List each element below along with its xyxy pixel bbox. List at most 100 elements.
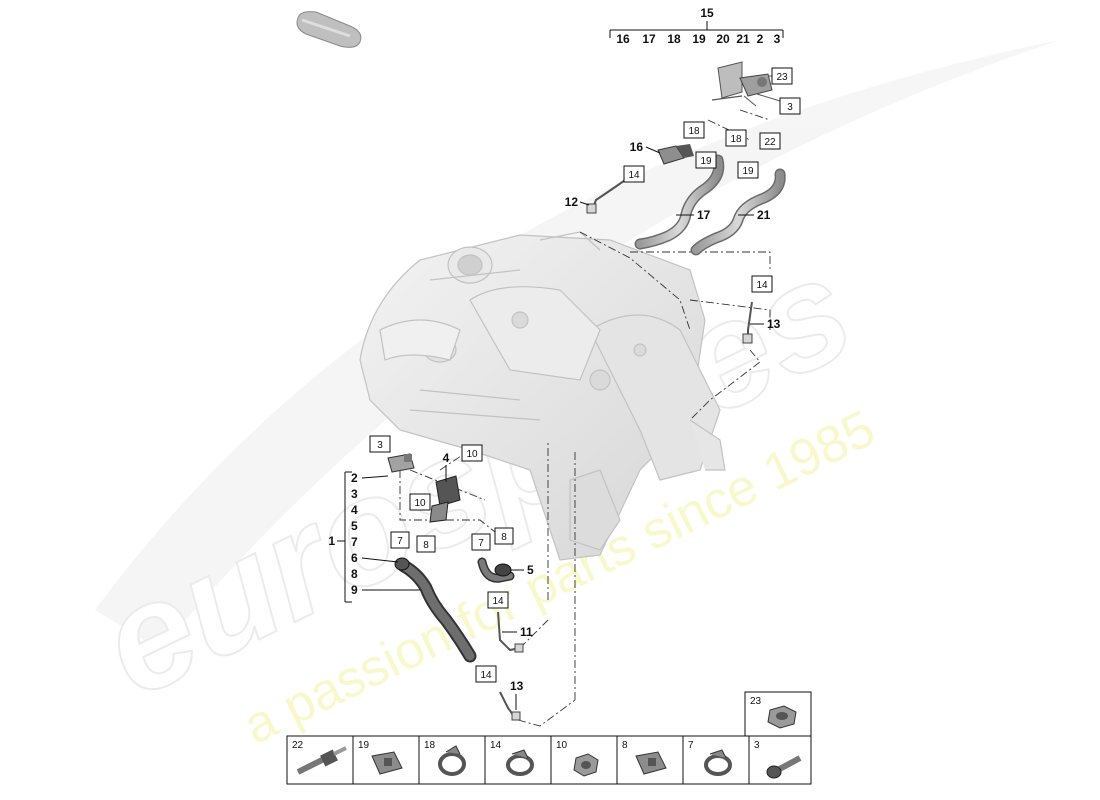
boxed-callout-23: 23	[771, 67, 793, 85]
group-15-number: 15	[700, 6, 714, 20]
boxed-callout-14-mid: 14	[487, 591, 509, 609]
vent-line-13-bottom	[499, 691, 521, 721]
hose-elbow-5	[477, 557, 515, 583]
legend-cell-3: 3	[748, 735, 812, 785]
boxed-callout-14-bottom: 14	[475, 665, 497, 683]
legend-cell-19: 19	[352, 735, 420, 785]
boxed-callout-18-right: 18	[725, 129, 747, 147]
group-1-sub-3: 3	[351, 487, 358, 501]
legend-cell-8: 8	[616, 735, 684, 785]
hose-clamp-icon	[704, 749, 732, 776]
boxed-callout-10-left-label: 10	[414, 498, 426, 509]
callout-5-label: 5	[527, 563, 534, 577]
boxed-callout-8-left-label: 8	[423, 540, 429, 551]
hose-connector-16	[657, 144, 694, 165]
boxed-callout-14-top: 14	[623, 165, 645, 183]
group-15-sub-3: 3	[774, 32, 781, 46]
boxed-callout-3-left-label: 3	[377, 440, 383, 451]
boxed-callout-22-label: 22	[764, 137, 776, 148]
callout-4-label: 4	[443, 451, 450, 465]
boxed-callout-3-top-label: 3	[787, 102, 793, 113]
group-15-header: 15 16 17 18 19 20 21 2 3	[609, 6, 784, 46]
boxed-callout-10-top-label: 10	[466, 449, 478, 460]
legend-cell-18-label: 18	[424, 740, 436, 751]
callout-13-bottom-label: 13	[510, 679, 524, 693]
legend-cell-23: 23	[744, 691, 812, 737]
group-1-sub-7: 7	[351, 535, 358, 549]
legend-cell-10: 10	[550, 735, 618, 785]
boxed-callout-14-mid-label: 14	[492, 596, 504, 607]
legend-cell-14: 14	[484, 735, 552, 785]
group-15-sub-18: 18	[667, 32, 681, 46]
group-1-sub-5: 5	[351, 519, 358, 533]
hose-connector-6	[394, 557, 410, 571]
nut-icon	[767, 705, 797, 729]
boxed-callout-10-left: 10	[409, 493, 431, 511]
callout-12: 12	[565, 195, 590, 209]
coolant-hose-17	[634, 154, 725, 250]
boxed-callout-7-right-label: 7	[478, 538, 484, 549]
callout-11-label: 11	[520, 625, 533, 639]
vent-line-13-top	[742, 301, 753, 344]
callout-16-label: 16	[630, 140, 644, 154]
bolt-icon	[766, 755, 802, 779]
callout-4: 4	[443, 451, 450, 482]
boxed-callout-18-left: 18	[683, 121, 705, 139]
group-15-sub-16: 16	[616, 32, 630, 46]
boxed-callout-18-right-label: 18	[730, 134, 742, 145]
boxed-callout-3-top: 3	[779, 97, 801, 115]
legend-cell-22: 22	[286, 735, 354, 785]
group-15-sub-21: 21	[736, 32, 750, 46]
group-1-sub-8: 8	[351, 567, 358, 581]
coolant-hose-9	[397, 559, 477, 663]
sealing-pad-icon	[296, 11, 362, 48]
hose-clamp-icon	[506, 749, 534, 776]
boxed-callout-7-left-label: 7	[397, 536, 403, 547]
parts-legend: 23 22 19 18	[286, 691, 812, 785]
callout-17-label: 17	[697, 208, 711, 222]
watermark-swoosh	[95, 40, 1060, 650]
legend-cell-7: 7	[682, 735, 750, 785]
callout-5: 5	[510, 563, 534, 577]
group-1-sub-2: 2	[351, 471, 358, 485]
callout-21-label: 21	[757, 208, 771, 222]
legend-cell-18: 18	[418, 735, 486, 785]
group-15-sub-20: 20	[716, 32, 730, 46]
group-1-sub-9: 9	[351, 583, 358, 597]
vent-line-11	[497, 611, 524, 653]
legend-cell-14-label: 14	[490, 740, 502, 751]
boxed-callout-23-label: 23	[776, 72, 788, 83]
nut-icon	[573, 753, 599, 777]
boxed-callout-14-top-label: 14	[628, 170, 640, 181]
callout-21: 21	[738, 208, 771, 222]
spring-clip-icon	[635, 751, 667, 775]
callout-13-top: 13	[750, 317, 781, 331]
group-1-bracket: 1 2 3 4 5 7 6 8 9	[328, 471, 420, 603]
legend-cell-10-label: 10	[556, 740, 568, 751]
boxed-callout-7-right: 7	[471, 533, 491, 551]
group-15-sub-2: 2	[757, 32, 764, 46]
boxed-callout-14-right-label: 14	[756, 280, 768, 291]
boxed-callout-19-right-label: 19	[742, 166, 754, 177]
legend-cell-3-label: 3	[754, 740, 760, 751]
hose-clamp-icon	[438, 745, 466, 776]
legend-cell-22-label: 22	[292, 740, 304, 751]
callout-16: 16	[630, 140, 661, 154]
group-15-sub-17: 17	[642, 32, 656, 46]
legend-cell-8-label: 8	[622, 740, 628, 751]
callout-12-label: 12	[565, 195, 579, 209]
group-15-sub-19: 19	[692, 32, 706, 46]
boxed-callout-3-left: 3	[369, 435, 391, 453]
group-1-sub-4: 4	[351, 503, 358, 517]
leader-lines	[399, 109, 771, 727]
engine-assembly	[359, 231, 726, 561]
boxed-callout-7-left: 7	[390, 531, 410, 549]
callout-13-bottom: 13	[510, 679, 524, 710]
connector-2	[387, 453, 415, 473]
sensor-bracket-assembly	[711, 61, 791, 107]
boxed-callout-8-right: 8	[494, 527, 514, 545]
boxed-callout-14-right: 14	[751, 275, 773, 293]
callout-13-top-label: 13	[767, 317, 781, 331]
bracket-4	[429, 475, 461, 523]
